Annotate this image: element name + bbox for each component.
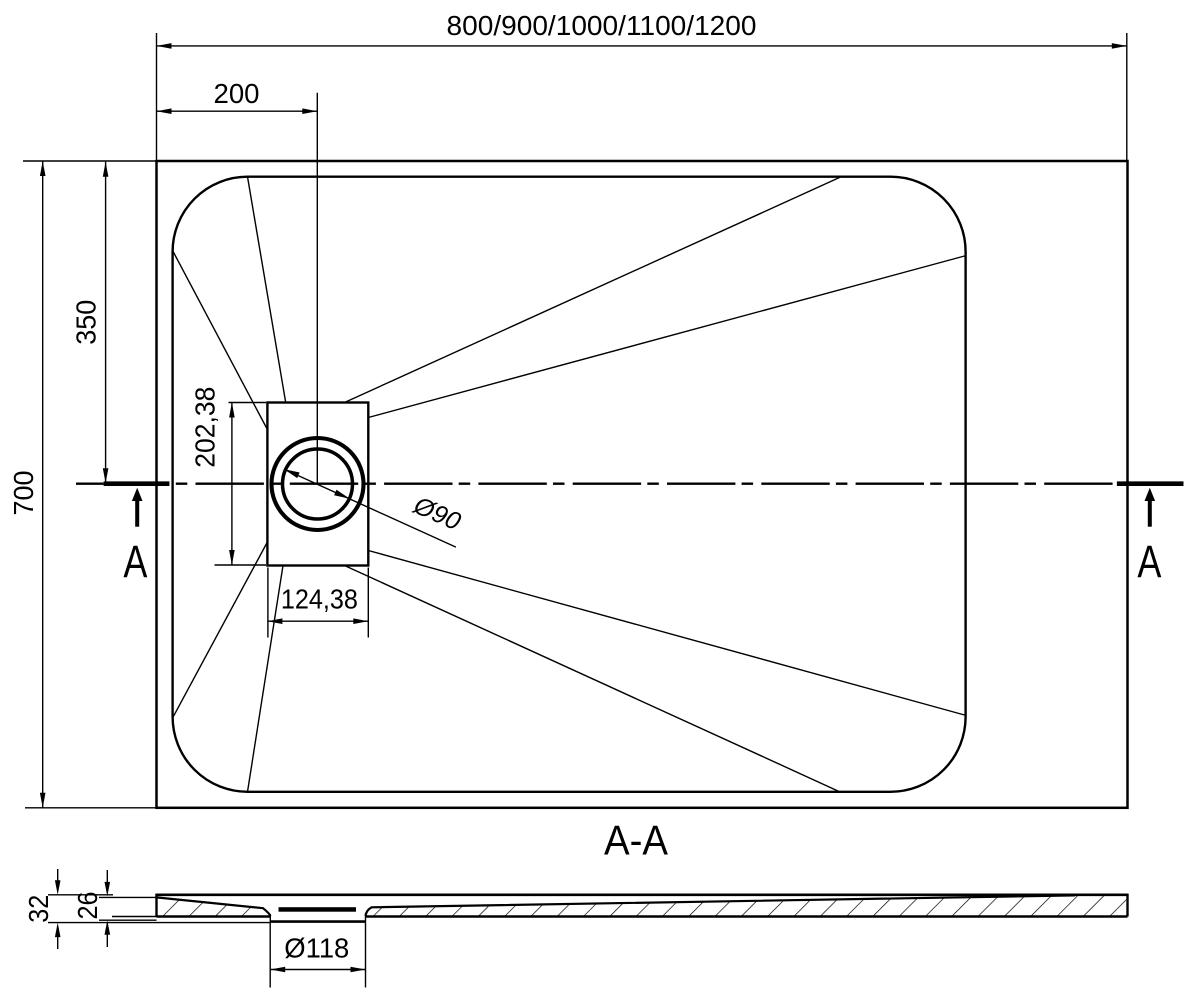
- svg-text:A: A: [123, 536, 147, 587]
- svg-text:26: 26: [72, 892, 103, 920]
- svg-text:A: A: [1137, 536, 1161, 587]
- svg-text:700: 700: [8, 471, 39, 516]
- svg-text:800/900/1000/1100/1200: 800/900/1000/1100/1200: [447, 10, 757, 41]
- svg-text:202,38: 202,38: [190, 387, 221, 468]
- svg-text:350: 350: [71, 300, 102, 345]
- svg-text:124,38: 124,38: [281, 584, 358, 615]
- svg-text:200: 200: [214, 78, 260, 109]
- svg-text:A-A: A-A: [604, 817, 668, 864]
- svg-text:32: 32: [23, 895, 54, 923]
- svg-text:Ø118: Ø118: [284, 933, 349, 964]
